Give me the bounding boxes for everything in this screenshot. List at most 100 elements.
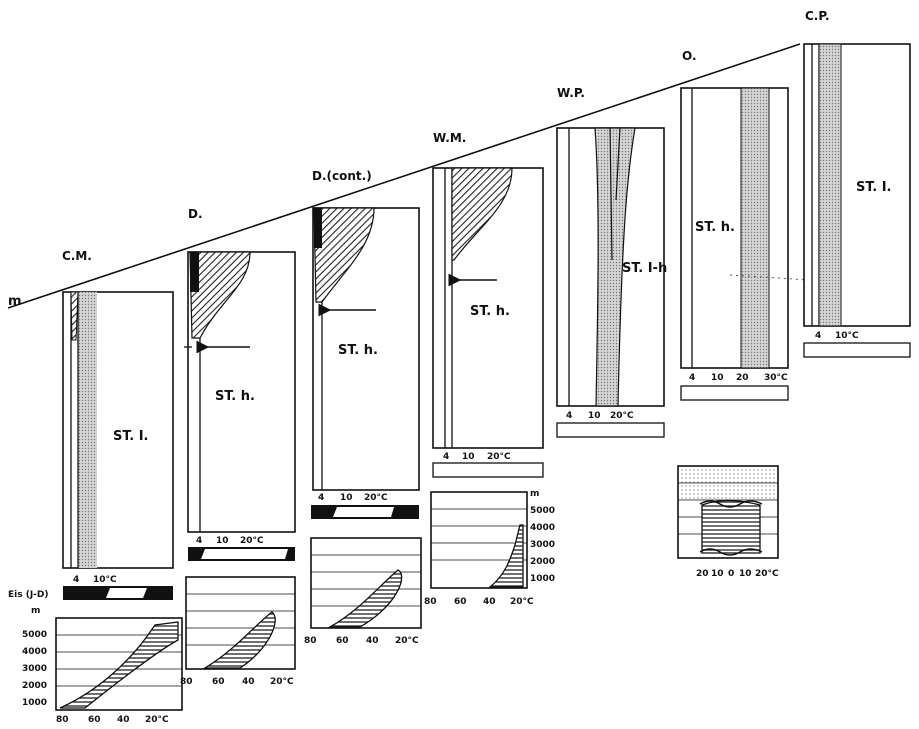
lat-tick-cm: 40 xyxy=(117,715,130,725)
trop-tick-o: 20°C xyxy=(755,569,779,579)
column-dc: D.(cont.) ST. h. 4 10 20°C xyxy=(311,169,420,519)
stippled-band-o xyxy=(740,87,770,369)
column-o: O. ST. h. 4 10 20 30°C xyxy=(680,49,841,401)
alt-band-dc xyxy=(327,569,403,628)
column-wm: W.M. ST. h. 4 10 20°C xyxy=(432,131,544,478)
tick-o: 20 xyxy=(736,373,749,383)
alt-tick-wm: 2000 xyxy=(530,557,555,567)
stippled-band-cp xyxy=(818,43,842,327)
trop-tick-o: 20 xyxy=(696,569,709,579)
tick-o: 10 xyxy=(711,373,724,383)
ice-bar-cp xyxy=(803,342,911,358)
alt-tick-wm: 1000 xyxy=(530,574,555,584)
zone-label-dc: D.(cont.) xyxy=(312,169,372,183)
alt-band-d xyxy=(202,611,276,669)
tick-d: 4 xyxy=(196,536,202,546)
alt-band-cm xyxy=(59,621,179,709)
ice-bar-wp xyxy=(556,422,665,438)
zone-label-wm: W.M. xyxy=(433,131,466,145)
altitude-chart-dc: 80 60 40 20°C xyxy=(304,537,422,646)
alt-tick-cm: 4000 xyxy=(22,647,47,657)
tick-dc: 20°C xyxy=(364,493,388,503)
lat-tick-cm: 60 xyxy=(88,715,101,725)
ice-label: Eis (J-D) xyxy=(8,590,49,600)
lat-tick-d: 20°C xyxy=(270,677,294,687)
tick-cp: 10°C xyxy=(835,331,859,341)
tick-d: 10 xyxy=(216,536,229,546)
strat-label-dc: ST. h. xyxy=(338,343,378,358)
lat-tick-dc: 60 xyxy=(336,636,349,646)
column-cm: C.M. ST. I. 4 10°C Eis (J-D) xyxy=(8,249,174,600)
tick-wm: 4 xyxy=(443,452,449,462)
zone-label-wp: W.P. xyxy=(557,86,585,100)
alt-band-o xyxy=(701,499,761,554)
alt-tick-cm: 2000 xyxy=(22,681,47,691)
tick-cm: 4 xyxy=(73,575,79,585)
trop-tick-o: 10 xyxy=(711,569,724,579)
lat-tick-cm: 20°C xyxy=(145,715,169,725)
tick-d: 20°C xyxy=(240,536,264,546)
altitude-chart-cm: m 5000 4000 3000 2000 1000 80 60 40 20°C xyxy=(22,606,183,725)
alt-unit-cm: m xyxy=(31,606,40,616)
alt-tick-wm: 3000 xyxy=(530,540,555,550)
ice-bar-open-cm xyxy=(106,588,147,598)
lat-tick-cm: 80 xyxy=(56,715,69,725)
lat-tick-wm: 40 xyxy=(483,597,496,607)
strat-label-cm: ST. I. xyxy=(113,429,149,444)
axis-unit-label: m xyxy=(8,294,22,309)
alt-tick-cm: 1000 xyxy=(22,698,47,708)
zone-label-cm: C.M. xyxy=(62,249,92,263)
ice-bar-open-d xyxy=(201,549,288,559)
lat-tick-wm: 60 xyxy=(454,597,467,607)
column-wp: W.P. ST. I-h 4 10 20°C xyxy=(556,86,667,438)
tick-dc: 4 xyxy=(318,493,324,503)
tick-cp: 4 xyxy=(815,331,821,341)
strat-label-wp: ST. I-h xyxy=(622,261,667,276)
alt-tick-cm: 5000 xyxy=(22,630,47,640)
stippled-band-cm xyxy=(78,292,97,568)
strat-label-wm: ST. h. xyxy=(470,304,510,319)
altitude-chart-wm: m 5000 4000 3000 2000 1000 80 60 40 20°C xyxy=(424,489,555,607)
altitude-chart-o: 20 10 0 10 20°C xyxy=(677,465,779,579)
alt-tick-wm: 4000 xyxy=(530,523,555,533)
trop-tick-o: 0 xyxy=(728,569,734,579)
altitude-chart-d: 80 60 40 20°C xyxy=(180,576,296,687)
strat-label-cp: ST. I. xyxy=(856,180,892,195)
hatched-thermocline-dc xyxy=(313,207,375,303)
tick-o: 4 xyxy=(689,373,695,383)
tick-wm: 10 xyxy=(462,452,475,462)
lat-tick-d: 80 xyxy=(180,677,193,687)
topography-line xyxy=(7,43,801,309)
lat-tick-d: 60 xyxy=(212,677,225,687)
lat-tick-wm: 80 xyxy=(424,597,437,607)
strat-label-o: ST. h. xyxy=(695,220,735,235)
tick-cm: 10°C xyxy=(93,575,117,585)
column-d: D. ST. h. 4 10 20°C xyxy=(184,207,296,561)
ice-bar-open-dc xyxy=(333,507,394,517)
dark-surface-d xyxy=(190,252,199,292)
lat-tick-dc: 40 xyxy=(366,636,379,646)
alt-band-wm xyxy=(488,524,524,588)
tick-wp: 10 xyxy=(588,411,601,421)
zone-label-d: D. xyxy=(188,207,203,221)
trop-tick-o: 10 xyxy=(739,569,752,579)
alt-tick-wm: 5000 xyxy=(530,506,555,516)
tick-wm: 20°C xyxy=(487,452,511,462)
lat-tick-dc: 80 xyxy=(304,636,317,646)
hatched-thermocline-wm xyxy=(451,167,513,261)
dark-surface-dc xyxy=(314,208,322,248)
tick-wp: 4 xyxy=(566,411,572,421)
hatched-wedge-cm xyxy=(70,291,79,341)
ice-bar-wm xyxy=(432,462,544,478)
lat-tick-wm: 20°C xyxy=(510,597,534,607)
lat-tick-dc: 20°C xyxy=(395,636,419,646)
strat-label-d: ST. h. xyxy=(215,389,255,404)
ice-bar-o xyxy=(680,385,789,401)
tick-o: 30°C xyxy=(764,373,788,383)
alt-unit-wm: m xyxy=(530,489,539,499)
lat-tick-d: 40 xyxy=(242,677,255,687)
hatched-thermocline-d xyxy=(189,251,251,339)
tick-wp: 20°C xyxy=(610,411,634,421)
